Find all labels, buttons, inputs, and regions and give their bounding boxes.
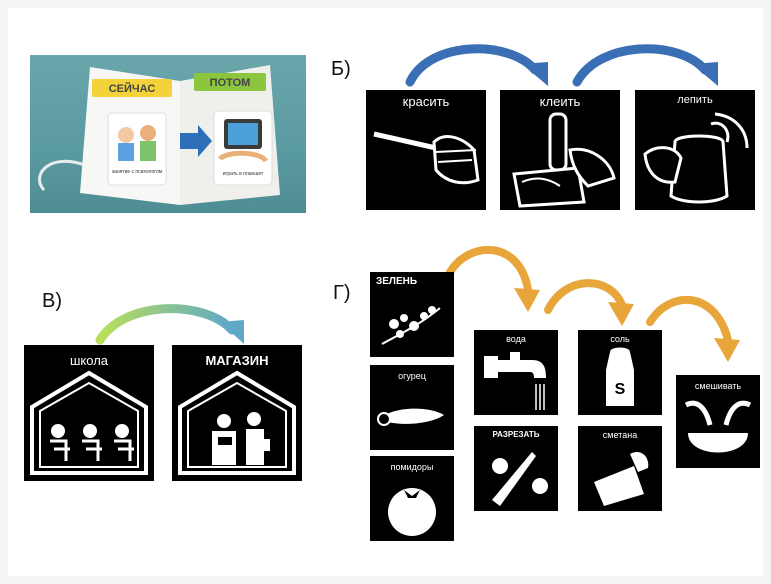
pictogram-card-cut: РАЗРЕЗАТЬ [474,426,558,511]
pictogram-card-school: школа [24,345,154,481]
photo-now-later-board: СЕЙЧАС ПОТОМ занятие с психологом играть… [30,55,306,213]
shop-counter-icon [172,345,302,481]
arrow-g-2 [548,283,634,326]
pictogram-card-tomatoes: помидоры [370,456,454,541]
faucet-icon [474,330,558,415]
pictogram-card-shop: МАГАЗИН [172,345,302,481]
arrow-v [100,309,244,344]
panel-label-g: Г) [333,282,351,305]
pictogram-card-greens: ЗЕЛЕНЬ [370,272,454,357]
pictogram-card-salt: соль S [578,330,662,415]
card-now-caption: занятие с психологом [112,169,163,175]
board-illustration: СЕЙЧАС ПОТОМ занятие с психологом играть… [30,55,306,213]
pictogram-card-sour-cream: сметана [578,426,662,511]
mixing-bowl-icon [676,375,760,468]
arrow-b-2 [577,49,718,86]
arrow-g-1 [450,250,540,312]
pictogram-card-sculpt: лепить [635,90,755,210]
pictogram-card-water: вода [474,330,558,415]
now-sign-text: СЕЙЧАС [109,82,156,95]
panel-label-v: В) [42,290,62,313]
pictogram-card-mix: смешивать [676,375,760,468]
pictogram-card-cucumber: огурец [370,365,454,450]
svg-text:S: S [615,381,626,398]
cucumber-icon [370,365,454,450]
knife-icon [474,426,558,511]
glue-stick-icon [500,90,620,210]
pictogram-card-glue: клеить [500,90,620,210]
arrow-b-1 [410,49,548,86]
later-sign-text: ПОТОМ [210,77,251,89]
salt-shaker-icon: S [578,330,662,415]
arrow-g-3 [650,300,740,362]
herbs-icon [370,272,454,357]
panel-label-b: Б) [331,58,351,81]
school-building-icon [24,345,154,481]
pictogram-card-paint: красить [366,90,486,210]
tomato-icon [370,456,454,541]
sour-cream-icon [578,426,662,511]
paint-brush-icon [366,90,486,210]
clay-pot-icon [635,90,755,210]
card-later-caption: играть в планшет [223,171,264,177]
